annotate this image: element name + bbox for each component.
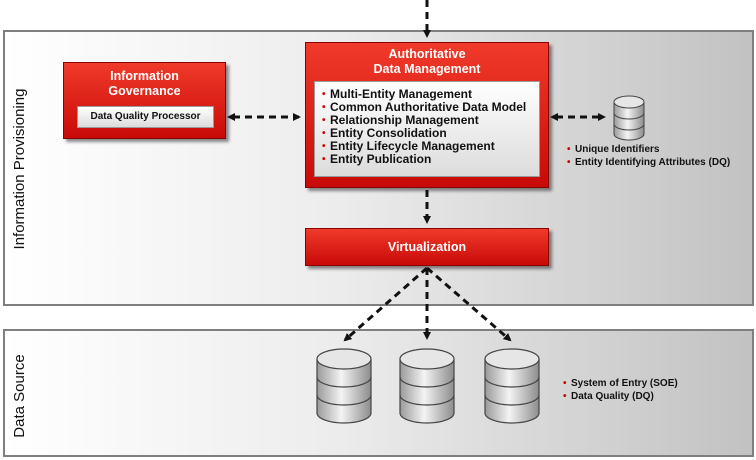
list-item: Entity Consolidation — [321, 127, 535, 141]
adm-title-line1: Authoritative — [388, 47, 466, 61]
list-item: Multi-Entity Management — [321, 88, 535, 102]
data-source-database-icon — [399, 348, 455, 424]
list-item: Relationship Management — [321, 114, 535, 128]
information-governance-box: Information Governance Data Quality Proc… — [63, 62, 226, 139]
identifier-database-icon — [613, 95, 645, 141]
data-source-notes: System of Entry (SOE) Data Quality (DQ) — [562, 377, 742, 403]
data-source-database-icon — [484, 348, 540, 424]
list-item: Common Authoritative Data Model — [321, 101, 535, 115]
identifier-notes: Unique Identifiers Entity Identifying At… — [566, 143, 751, 169]
virtualization-box: Virtualization — [305, 228, 549, 266]
list-item: Entity Identifying Attributes (DQ) — [566, 156, 751, 169]
list-item: Unique Identifiers — [566, 143, 751, 156]
list-item: Data Quality (DQ) — [562, 390, 742, 403]
virtualization-label: Virtualization — [387, 240, 467, 254]
arrow-virtualization-db-right — [426, 266, 512, 342]
list-item: Entity Publication — [321, 153, 535, 167]
governance-title-line1: Information — [110, 69, 179, 83]
list-item: System of Entry (SOE) — [562, 377, 742, 390]
data-source-database-icon — [316, 348, 372, 424]
adm-title-line2: Data Management — [373, 62, 481, 76]
data-quality-processor-box: Data Quality Processor — [77, 106, 214, 128]
arrow-virtualization-db-left — [343, 266, 428, 342]
governance-title-line2: Governance — [108, 84, 181, 98]
adm-capabilities-list: Multi-Entity Management Common Authorita… — [321, 88, 535, 167]
data-quality-processor-label: Data Quality Processor — [90, 111, 201, 122]
adm-capabilities-box: Multi-Entity Management Common Authorita… — [314, 81, 540, 177]
authoritative-data-management-box: Authoritative Data Management Multi-Enti… — [305, 42, 549, 188]
list-item: Entity Lifecycle Management — [321, 140, 535, 154]
